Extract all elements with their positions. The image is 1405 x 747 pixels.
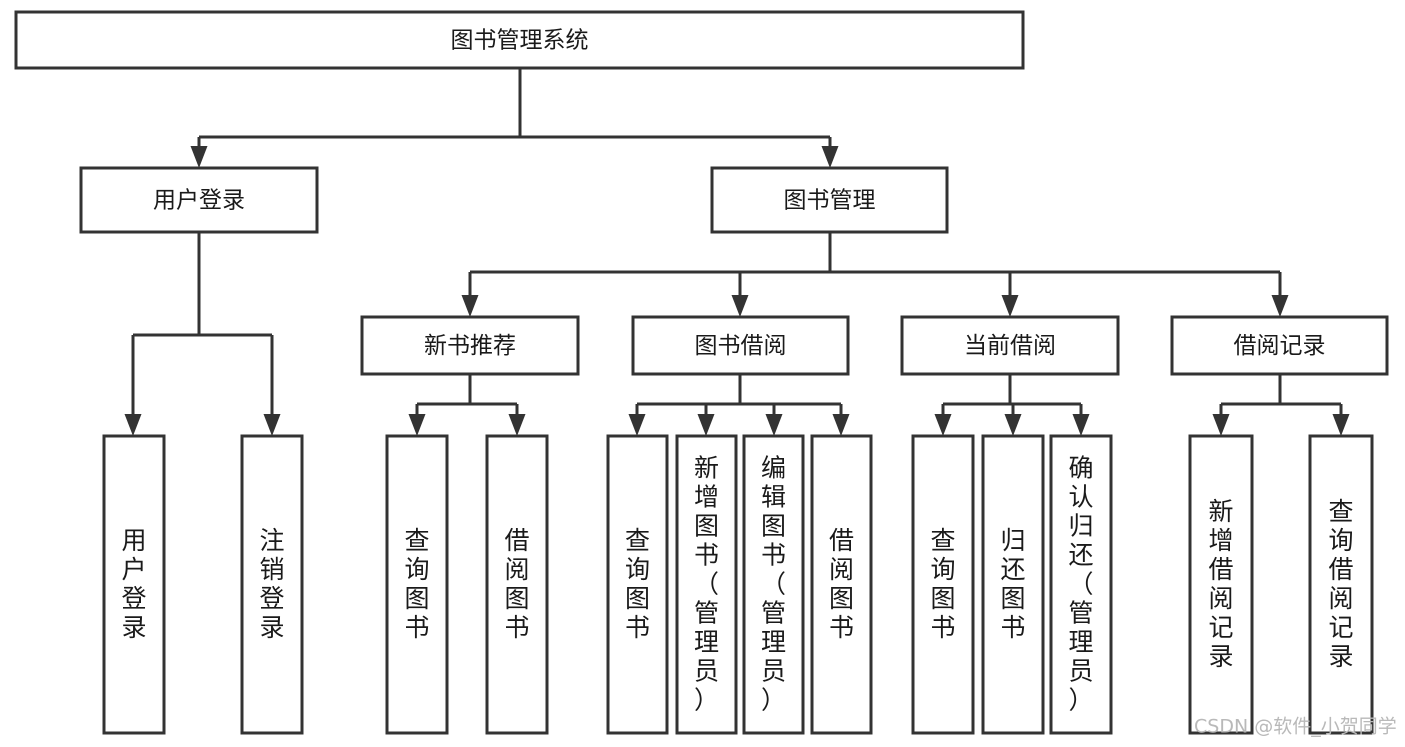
arrow-head-icon: [1212, 414, 1230, 436]
node-box[interactable]: [911, 434, 975, 735]
connector-group-root: [190, 68, 839, 168]
node-box[interactable]: [1170, 315, 1389, 376]
node-current-borrow[interactable]: 当前借阅: [900, 315, 1120, 376]
node-label: 借阅图书: [829, 526, 854, 642]
node-leaf-confirm-return[interactable]: 确认归还（管理员）: [1049, 434, 1113, 735]
node-leaf-borrow-book-2[interactable]: 借阅图书: [810, 434, 873, 735]
node-label: 查询借阅记录: [1328, 497, 1353, 671]
node-leaf-user-login[interactable]: 用户登录: [102, 434, 166, 735]
node-box[interactable]: [360, 315, 580, 376]
node-label: 图书管理: [784, 188, 876, 214]
node-leaf-edit-book[interactable]: 编辑图书（管理员）: [742, 434, 805, 735]
arrow-head-icon: [765, 414, 783, 436]
node-label: 用户登录: [121, 526, 146, 642]
arrow-head-icon: [1271, 295, 1289, 317]
node-book-borrow[interactable]: 图书借阅: [631, 315, 850, 376]
node-leaf-add-record[interactable]: 新增借阅记录: [1188, 434, 1254, 735]
node-box[interactable]: [810, 434, 873, 735]
arrow-head-icon: [190, 146, 208, 168]
arrow-head-icon: [1072, 414, 1090, 436]
arrow-head-icon: [832, 414, 850, 436]
node-box[interactable]: [240, 434, 304, 735]
arrow-head-icon: [508, 414, 526, 436]
node-box[interactable]: [742, 434, 805, 735]
node-leaf-return-book[interactable]: 归还图书: [981, 434, 1045, 735]
connector-group-user-login: [124, 232, 281, 436]
arrow-head-icon: [731, 295, 749, 317]
connectors-layer: [124, 68, 1350, 436]
connector-group-current-borrow: [934, 374, 1090, 436]
node-label: 确认归还（管理员）: [1068, 454, 1093, 715]
nodes-layer: 图书管理系统用户登录图书管理新书推荐图书借阅当前借阅借阅记录用户登录注销登录查询…: [14, 10, 1389, 735]
node-borrow-record[interactable]: 借阅记录: [1170, 315, 1389, 376]
node-label: 编辑图书（管理员）: [761, 454, 786, 715]
node-label: 归还图书: [1000, 526, 1025, 642]
node-user-login[interactable]: 用户登录: [79, 166, 319, 234]
node-label: 查询图书: [930, 526, 955, 642]
arrow-head-icon: [934, 414, 952, 436]
watermark-text: CSDN @软件_小贺同学: [1194, 716, 1397, 738]
arrow-head-icon: [821, 146, 839, 168]
node-leaf-query-record[interactable]: 查询借阅记录: [1308, 434, 1374, 735]
node-leaf-add-book[interactable]: 新增图书（管理员）: [675, 434, 738, 735]
node-box[interactable]: [79, 166, 319, 234]
node-box[interactable]: [1049, 434, 1113, 735]
node-label: 用户登录: [153, 188, 245, 214]
node-leaf-query-book-3[interactable]: 查询图书: [911, 434, 975, 735]
arrow-head-icon: [124, 414, 142, 436]
node-leaf-borrow-book-1[interactable]: 借阅图书: [485, 434, 549, 735]
node-box[interactable]: [485, 434, 549, 735]
node-box[interactable]: [606, 434, 669, 735]
arrow-head-icon: [263, 414, 281, 436]
connector-group-new-book-rec: [408, 374, 526, 436]
node-box[interactable]: [14, 10, 1025, 70]
connector-group-book-manage: [461, 232, 1289, 317]
connector-group-borrow-record: [1212, 374, 1350, 436]
node-label: 借阅记录: [1234, 333, 1326, 359]
node-leaf-query-book-1[interactable]: 查询图书: [385, 434, 449, 735]
node-label: 新书推荐: [424, 333, 516, 359]
node-label: 注销登录: [259, 526, 284, 642]
node-label: 新增借阅记录: [1208, 497, 1233, 671]
connector-group-book-borrow: [628, 374, 850, 436]
node-box[interactable]: [1188, 434, 1254, 735]
node-box[interactable]: [710, 166, 949, 234]
node-book-manage[interactable]: 图书管理: [710, 166, 949, 234]
node-label: 查询图书: [625, 526, 650, 642]
node-box[interactable]: [1308, 434, 1374, 735]
arrow-head-icon: [1332, 414, 1350, 436]
node-root[interactable]: 图书管理系统: [14, 10, 1025, 70]
node-label: 图书管理系统: [451, 28, 589, 54]
arrow-head-icon: [408, 414, 426, 436]
node-box[interactable]: [900, 315, 1120, 376]
node-box[interactable]: [981, 434, 1045, 735]
arrow-head-icon: [461, 295, 479, 317]
node-label: 当前借阅: [964, 333, 1056, 359]
node-box[interactable]: [102, 434, 166, 735]
arrow-head-icon: [628, 414, 646, 436]
node-label: 图书借阅: [695, 333, 787, 359]
arrow-head-icon: [697, 414, 715, 436]
arrow-head-icon: [1004, 414, 1022, 436]
node-box[interactable]: [675, 434, 738, 735]
node-leaf-query-book-2[interactable]: 查询图书: [606, 434, 669, 735]
node-new-book-rec[interactable]: 新书推荐: [360, 315, 580, 376]
node-leaf-logout[interactable]: 注销登录: [240, 434, 304, 735]
node-label: 查询图书: [404, 526, 429, 642]
arrow-head-icon: [1001, 295, 1019, 317]
node-box[interactable]: [631, 315, 850, 376]
node-box[interactable]: [385, 434, 449, 735]
node-label: 借阅图书: [504, 526, 529, 642]
node-label: 新增图书（管理员）: [694, 454, 719, 715]
